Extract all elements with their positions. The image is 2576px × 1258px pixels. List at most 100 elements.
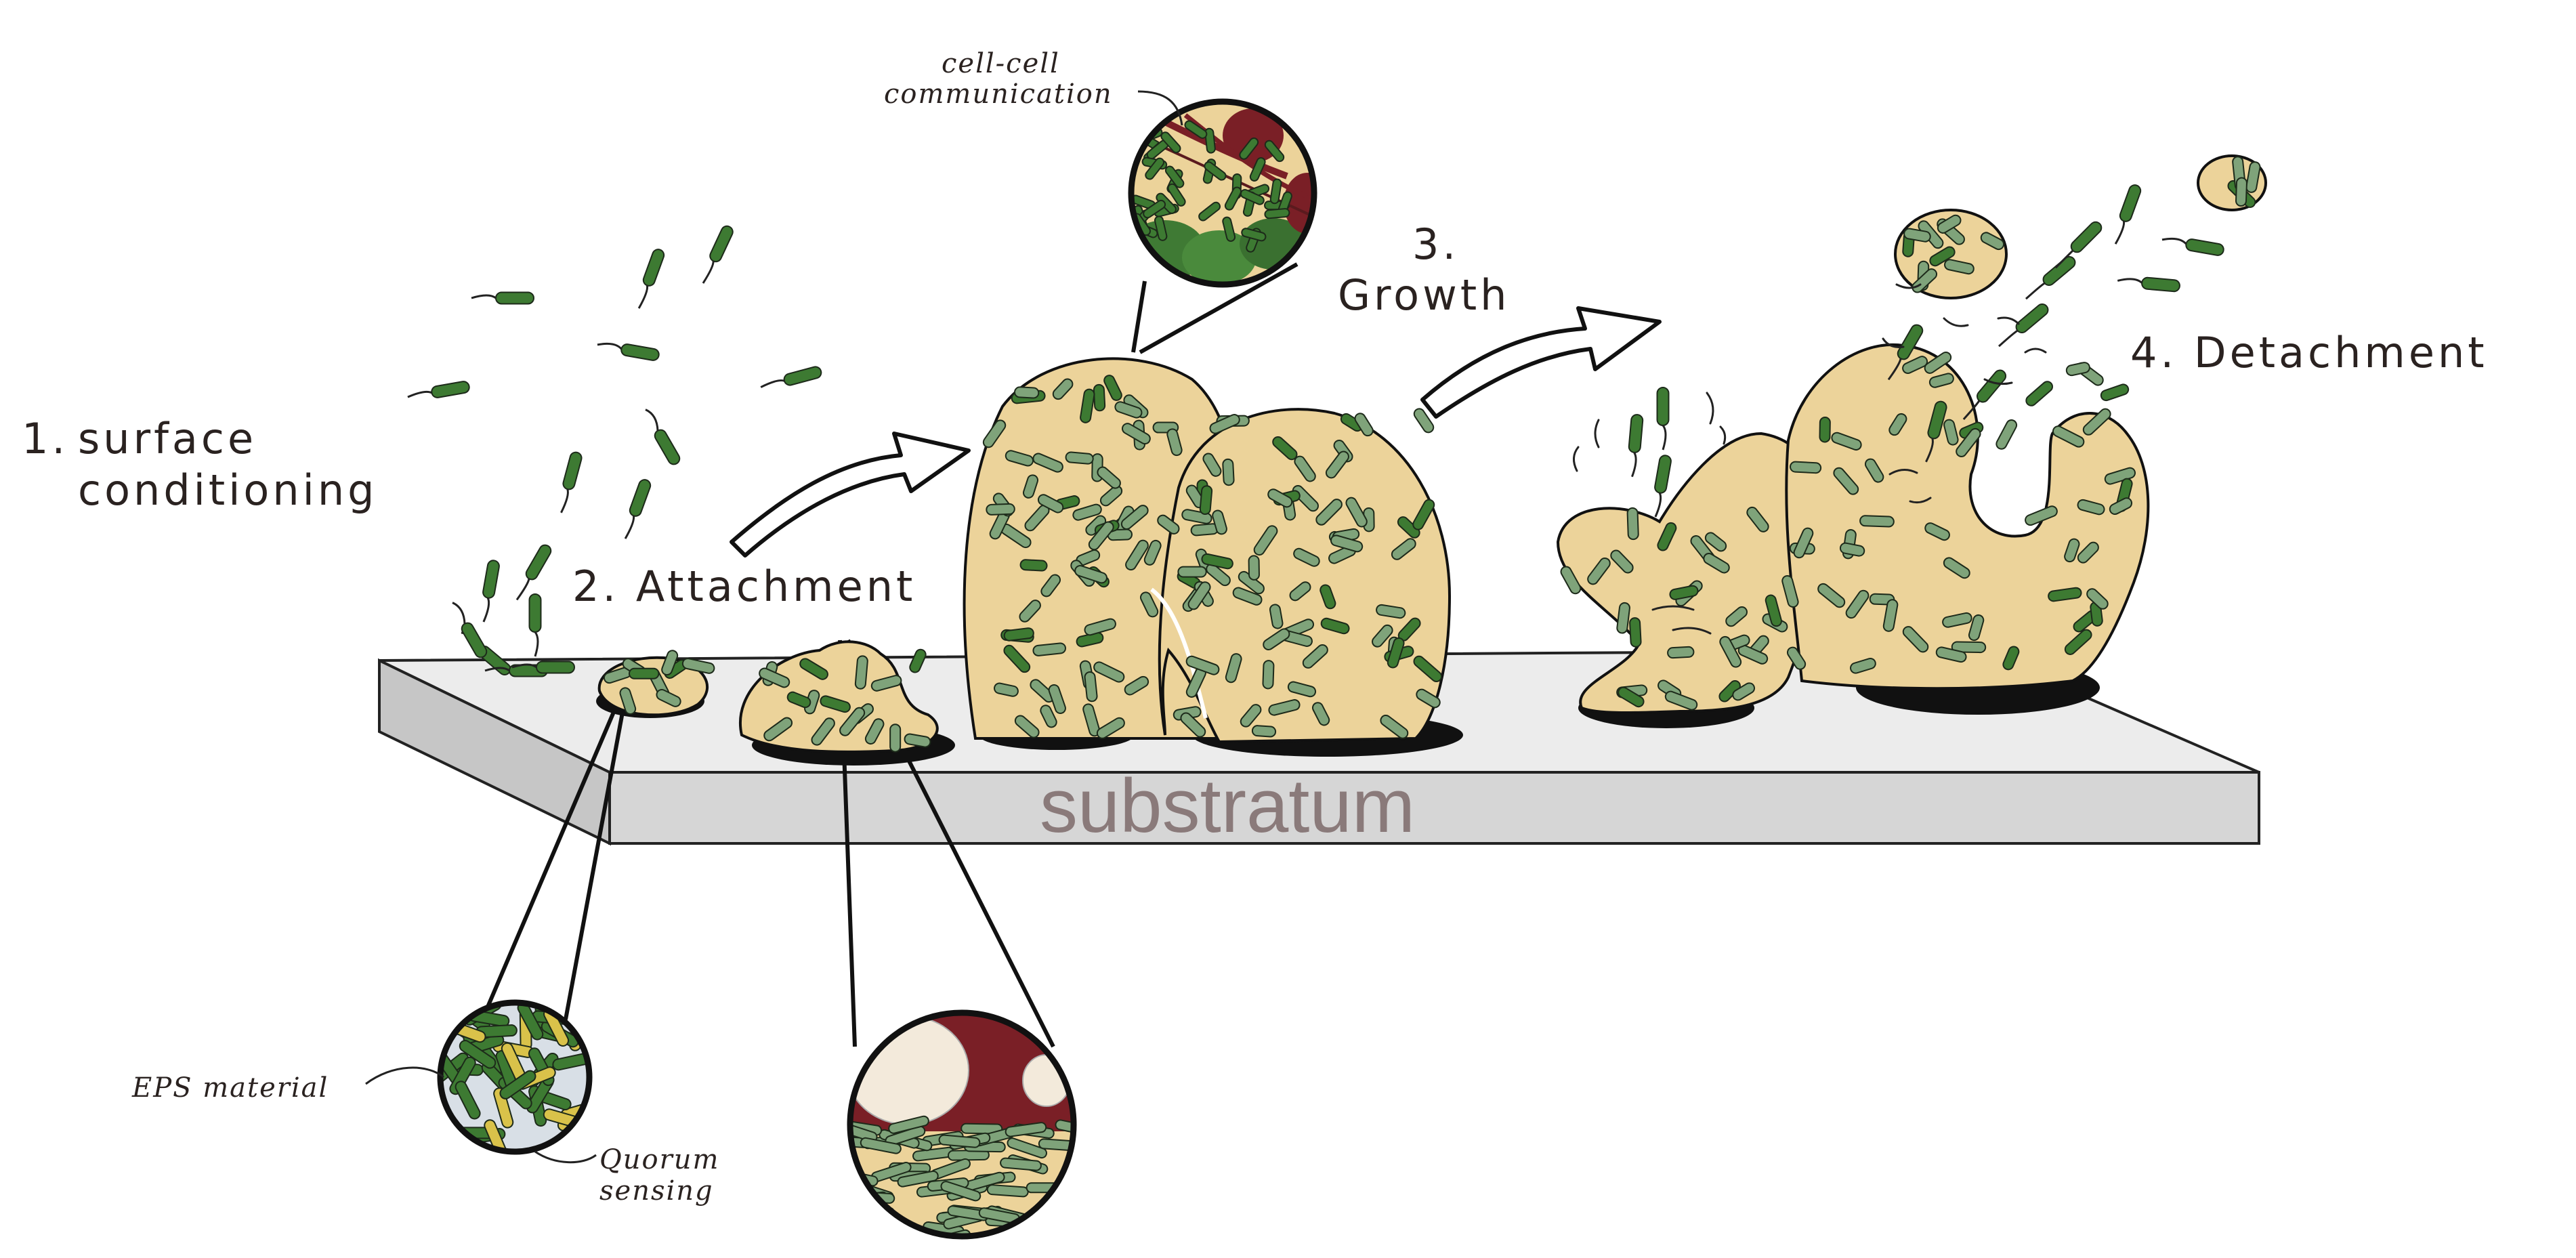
bacterium (1831, 432, 1862, 451)
bacterium (1122, 423, 1151, 445)
flagellum (511, 663, 537, 669)
bacterium (1311, 702, 1330, 726)
zoom-bacterium (455, 1081, 481, 1120)
bacterium (1719, 635, 1742, 668)
flagellum (515, 578, 530, 601)
bacterium (1667, 646, 1695, 659)
bacterium (1980, 232, 2005, 251)
swimming-bacterium (2070, 221, 2103, 253)
bacterium (1315, 499, 1343, 526)
bacterium (1199, 485, 1213, 516)
swimming-bacterium (431, 381, 470, 398)
bacterium (1864, 458, 1884, 483)
bacterium (1376, 604, 1406, 619)
bacterium (1902, 356, 1928, 374)
bacterium (1292, 484, 1319, 512)
bacterium (1833, 467, 1859, 495)
flagellum (1887, 358, 1902, 381)
bacterium (1819, 417, 1831, 443)
bacterium (1704, 532, 1727, 552)
bacterium (2002, 646, 2020, 671)
bacterium (1099, 485, 1123, 507)
bacterium (1065, 451, 1094, 465)
bacterium (1951, 641, 1987, 654)
swimming-bacterium (536, 661, 575, 674)
swimming-bacterium (1976, 369, 2007, 403)
swimming-bacterium (709, 225, 734, 263)
flagellum (637, 285, 649, 309)
bacterium (1019, 559, 1048, 572)
bacterium (811, 717, 835, 746)
bacterium (1888, 413, 1907, 436)
swimming-bacterium (642, 249, 665, 287)
zoom-bacterium (1005, 1229, 1047, 1236)
bacterium (1956, 427, 1981, 457)
flagellum (2161, 237, 2187, 245)
bacterium (1072, 503, 1102, 521)
bacterium (2235, 177, 2247, 207)
bacterium (1882, 599, 1899, 632)
zoom-bacterium (1145, 157, 1165, 180)
flagellum (645, 408, 659, 431)
zoom-bacterium (1269, 178, 1282, 205)
zoom-bacterium (1204, 127, 1216, 154)
zoom-bacterium (1184, 120, 1208, 139)
bacterium (763, 717, 793, 742)
bacterium (889, 724, 902, 753)
zoom-bacterium (1264, 208, 1290, 219)
swimming-bacterium (629, 479, 652, 517)
zoom-bacterium (1000, 1157, 1042, 1171)
bacterium (1240, 704, 1262, 728)
bacterium (1206, 563, 1231, 587)
bacterium (1084, 618, 1116, 636)
bacterium (1093, 383, 1106, 412)
bacterium (1096, 717, 1125, 739)
bacterium (1325, 450, 1349, 479)
swimming-bacterium (1656, 387, 1670, 426)
bacterium (1746, 506, 1769, 532)
bacterium (1935, 646, 1967, 663)
zoom-bacterium (1055, 1119, 1074, 1137)
bacterium (1943, 557, 1970, 579)
zoom-bacterium (1241, 228, 1267, 242)
swimming-bacterium (528, 593, 542, 633)
bacterium (904, 733, 931, 748)
bacterium (1387, 637, 1405, 669)
bacterium (1263, 628, 1290, 651)
flagellum (2025, 282, 2046, 300)
bacterium (1190, 523, 1219, 537)
bacterium (1097, 466, 1121, 489)
bacterium (1996, 419, 2018, 450)
embedded-bacteria (603, 156, 2261, 753)
bacterium (1019, 600, 1041, 623)
bacterium (1003, 627, 1034, 642)
bacterium (2064, 538, 2080, 563)
zoom-bacterium (1143, 199, 1166, 219)
bacterium (1790, 461, 1822, 474)
bacterium (870, 675, 902, 692)
zoom-bacterium (938, 1134, 981, 1148)
zoom-bacterium (1167, 183, 1186, 207)
bacterium (909, 648, 927, 673)
zoom-connectors (480, 262, 1298, 1048)
zoom-eps-quorum (365, 999, 597, 1164)
zoom-bacterium (850, 1189, 870, 1206)
bacterium (1124, 675, 1149, 696)
swimming-bacterium (2185, 238, 2224, 256)
bacterium (982, 419, 1007, 448)
bacterium (1120, 505, 1149, 530)
zoom-bacterium (1222, 216, 1236, 242)
bacterium (1080, 388, 1095, 423)
bacterium (1786, 646, 1807, 670)
bacterium (1209, 414, 1240, 434)
bacterium (759, 667, 790, 688)
bacterium (1391, 538, 1416, 560)
swimming-bacterium (495, 291, 534, 305)
bacterium (1968, 614, 1985, 642)
bacterium (1093, 661, 1125, 683)
zoom-bacterium (1198, 201, 1221, 222)
stage3-word: Growth (1338, 270, 1511, 320)
zoom-bacterium (1041, 1229, 1074, 1236)
bacterium (1903, 228, 1931, 243)
bacterium (1251, 725, 1277, 738)
